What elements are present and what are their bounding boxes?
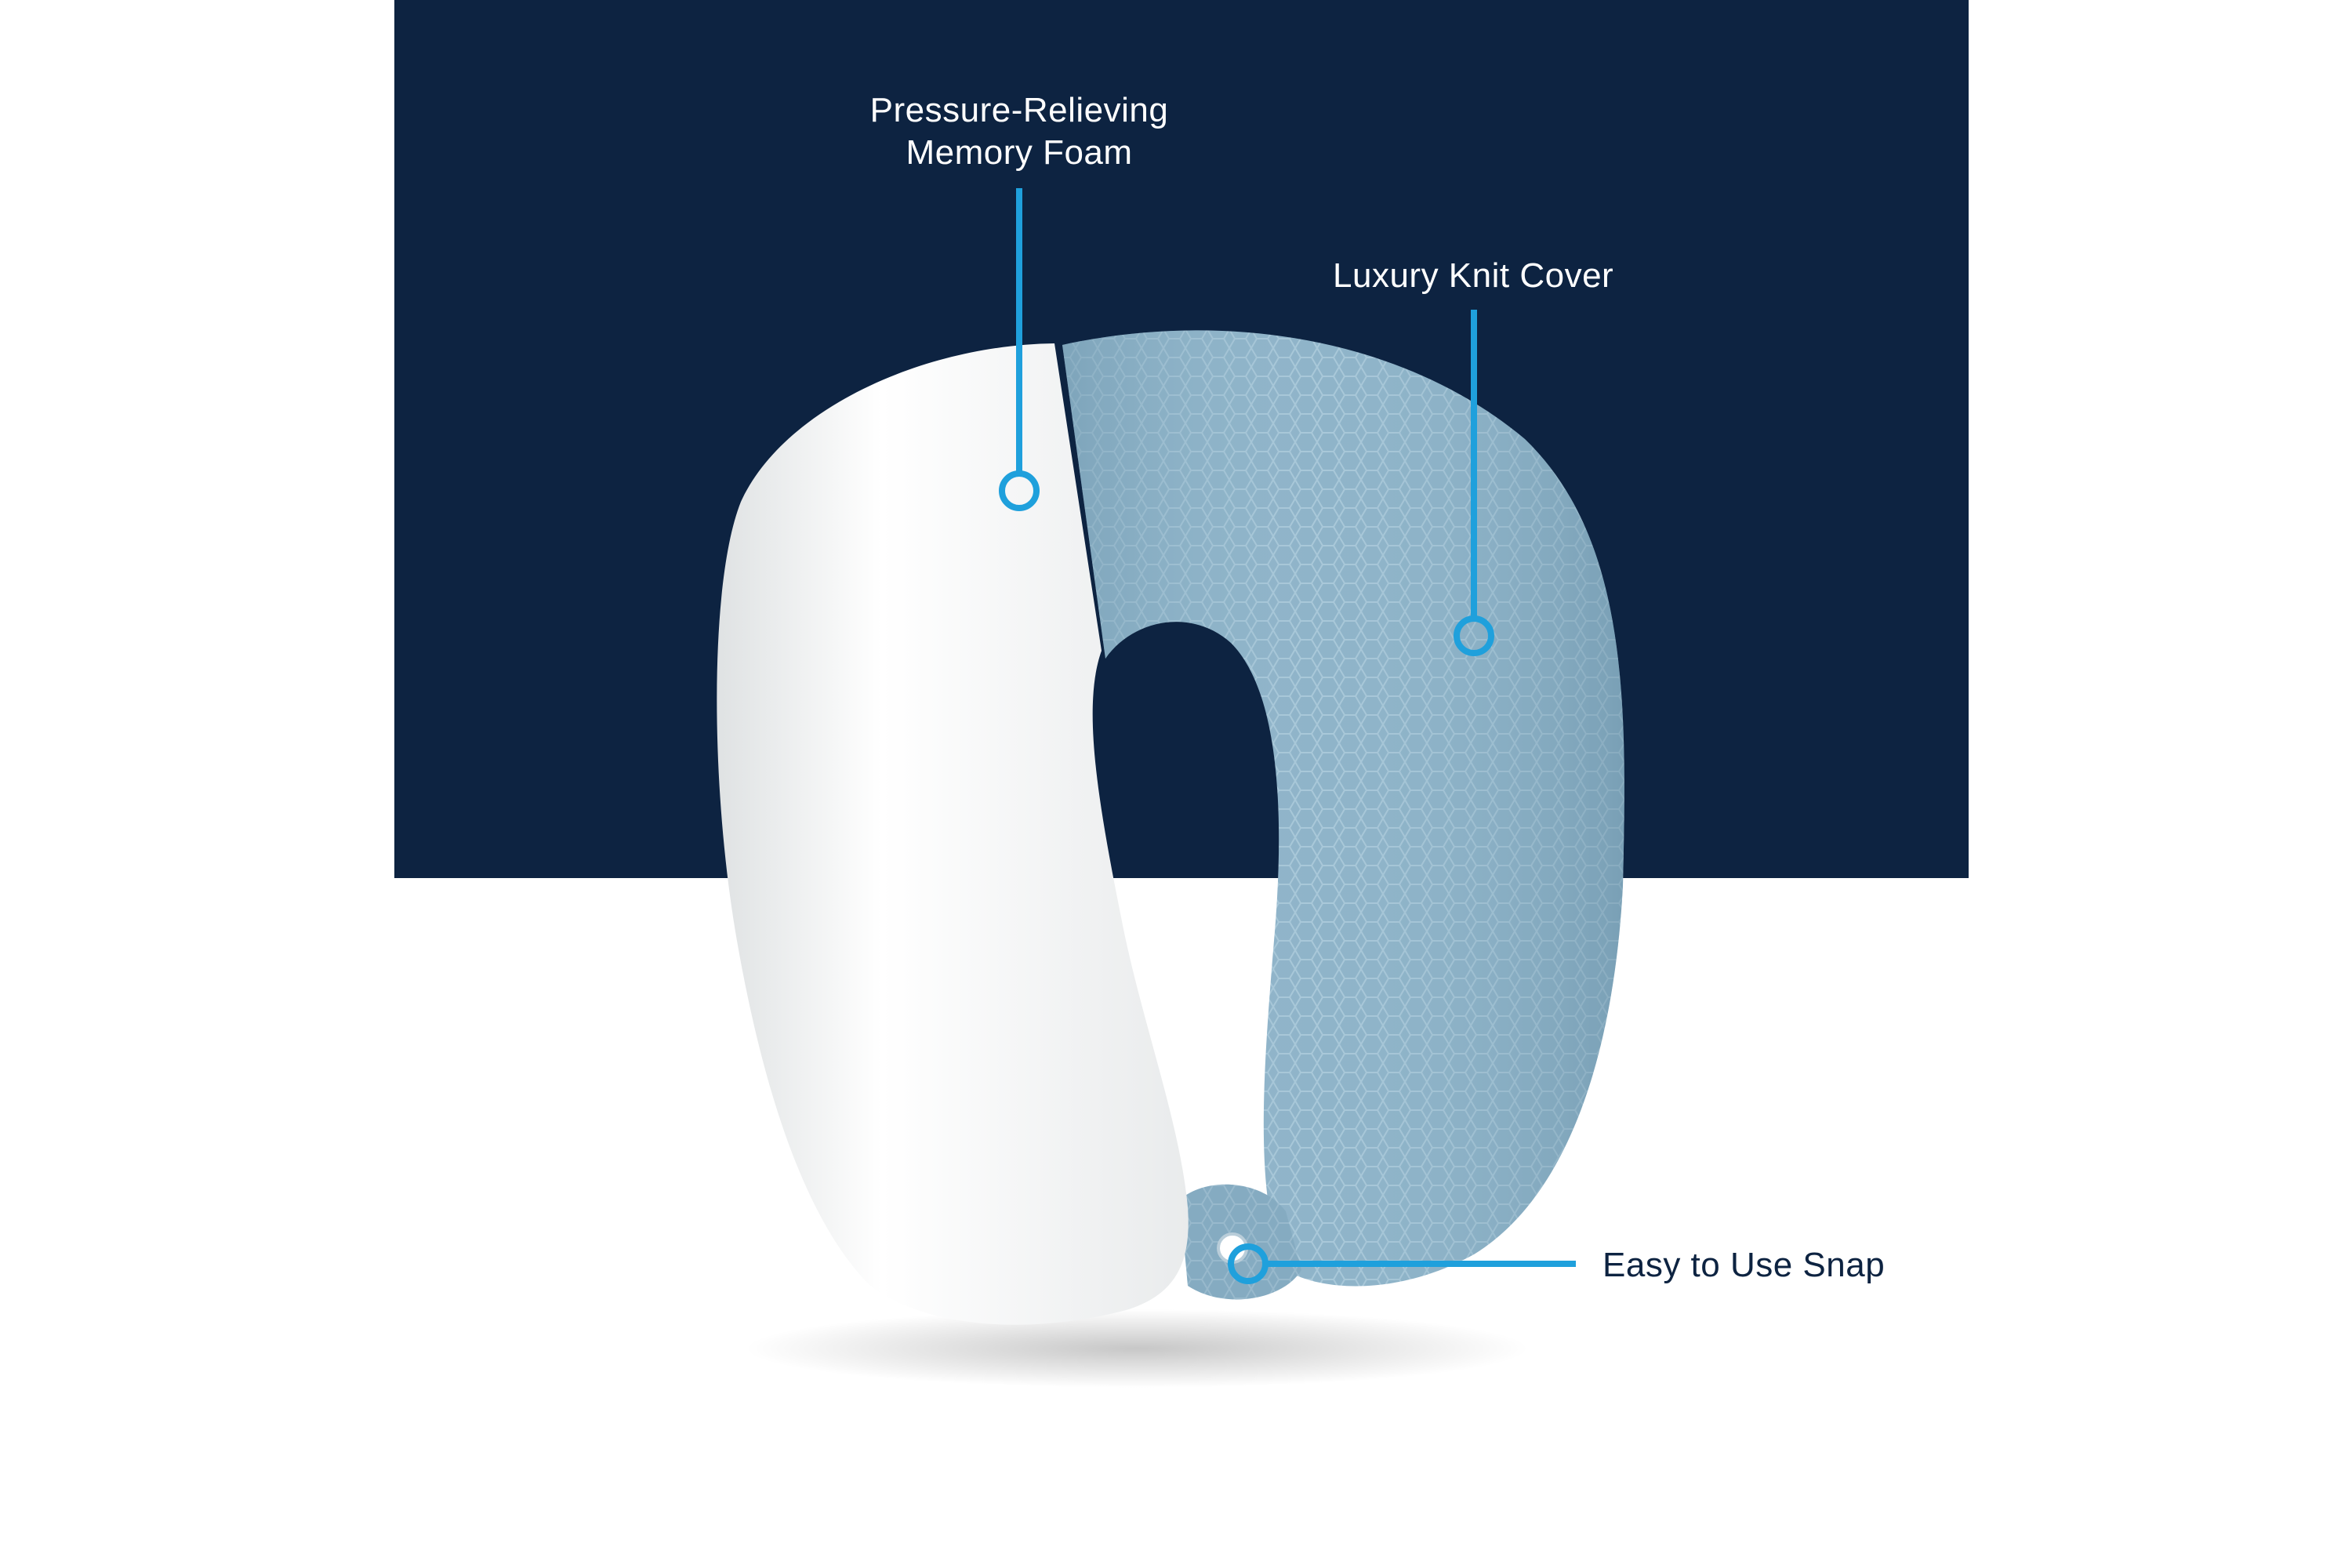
memory-foam-callout-line — [999, 188, 1040, 511]
memory-foam-marker-icon — [999, 470, 1040, 511]
knit-cover-marker-icon — [1454, 615, 1494, 656]
snap-callout-line — [1228, 1243, 1576, 1284]
memory-foam-label-line1: Pressure-Relieving — [869, 91, 1169, 129]
knit-cover-callout-line — [1454, 310, 1494, 656]
knit-cover-section — [1062, 330, 1624, 1287]
memory-foam-label-line2: Memory Foam — [906, 133, 1133, 172]
memory-foam-label: Pressure-Relieving Memory Foam — [862, 89, 1176, 174]
snap-marker-icon — [1228, 1243, 1269, 1284]
snap-label: Easy to Use Snap — [1602, 1246, 1886, 1284]
knit-cover-label: Luxury Knit Cover — [1333, 256, 1614, 295]
pillow-shadow — [745, 1309, 1529, 1388]
memory-foam-section — [717, 343, 1189, 1325]
